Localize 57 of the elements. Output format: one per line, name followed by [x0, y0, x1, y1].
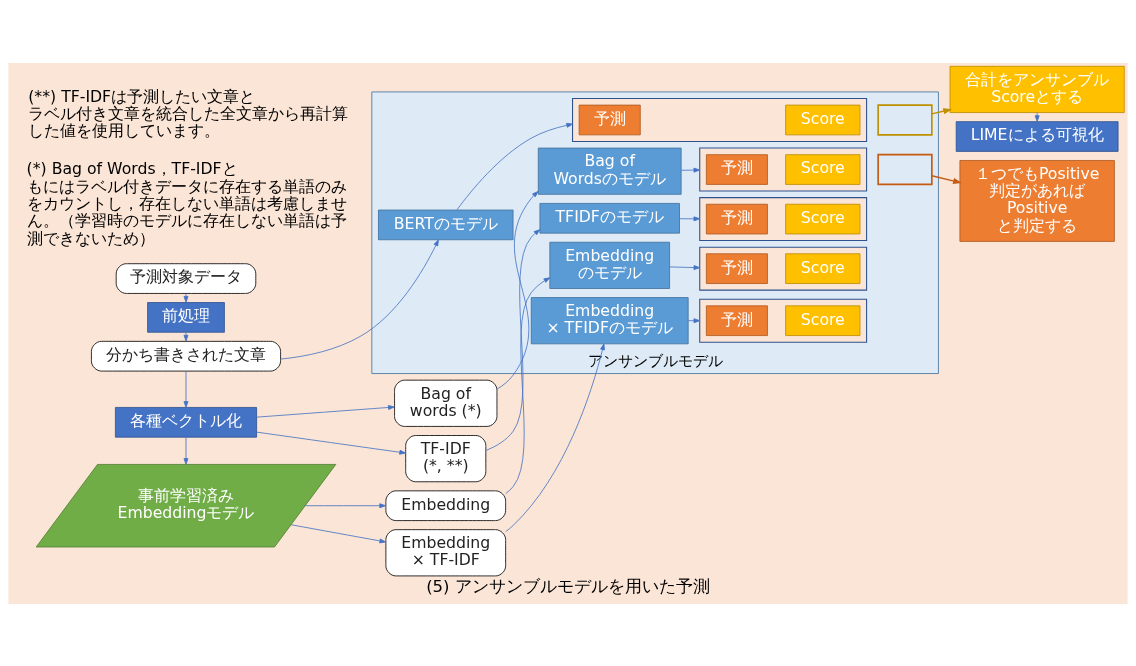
arrow: [687, 317, 701, 323]
cluster: [699, 298, 868, 343]
arrow: [183, 436, 189, 465]
arrow: [931, 174, 962, 184]
node-box: Score: [785, 203, 861, 234]
node-box: [877, 103, 933, 136]
node-box: BERTのモデル: [378, 209, 514, 240]
node-box: TFIDFのモデル: [539, 202, 680, 234]
node-box: 各種ベクトル化: [114, 406, 258, 438]
caption: (5) アンサンブルモデルを用いた予測: [426, 576, 710, 596]
arrow: [183, 331, 189, 341]
node-box: Embeddingのモデル: [549, 241, 670, 289]
node-box: 合計をアンサンブルScoreとする: [949, 65, 1125, 113]
node-box: TF-IDF (*, **): [405, 434, 487, 482]
node-box: １つでもPositive判定があればPositiveと判定する: [959, 159, 1115, 242]
node-box: 予測: [705, 203, 768, 234]
arrow: [679, 215, 701, 221]
arrow: [456, 122, 573, 210]
node-box: 前処理: [147, 301, 225, 333]
node-box: Embedding: [385, 489, 507, 521]
node-box: Embedding × TF-IDF: [385, 528, 507, 576]
arrow: [290, 523, 386, 543]
arrow: [1034, 111, 1040, 122]
label: (*) Bag of Words，TF-IDFともにはラベル付きデータに存在する単語のみをカウントし，存在しない単語は考慮しません。（学習時のモデルに存在しない単語は予測できないため）: [26, 158, 347, 248]
node-box: LIMEによる可視化: [955, 120, 1119, 152]
cluster: [699, 196, 868, 241]
arrow: [183, 370, 189, 408]
cluster: [699, 246, 868, 291]
arrow: [931, 107, 953, 115]
arrow: [680, 167, 701, 173]
node-box: Bag of Wordsのモデル: [537, 147, 682, 195]
arrow: [304, 502, 386, 508]
node-box: [877, 153, 933, 185]
arrow: [485, 228, 541, 451]
node-box: 予測: [705, 252, 768, 284]
node-box: 予測: [705, 153, 768, 185]
arrow: [505, 343, 605, 532]
arrow: [183, 292, 189, 303]
node-box: Score: [785, 104, 861, 135]
cluster: [572, 97, 868, 142]
node-box: Score: [785, 153, 861, 185]
node-box: Score: [785, 252, 861, 284]
node-box: Bag of words (*): [394, 379, 498, 427]
node-box: Score: [785, 304, 861, 336]
label: (**) TF-IDFは予測したい文章とラベル付き文章を統合した全文章から再計算した値を使用しています。: [28, 86, 349, 140]
arrow: [280, 239, 439, 359]
arrow: [256, 431, 406, 455]
arrow: [669, 264, 701, 270]
arrow: [496, 190, 539, 389]
node-box: 予測: [578, 104, 641, 135]
node-box: 予測: [705, 304, 768, 336]
cluster: [699, 147, 868, 192]
arrow: [505, 276, 551, 494]
node-box: 予測対象データ: [115, 262, 257, 294]
node-box: Embedding × TFIDFのモデル: [530, 296, 689, 344]
node-box: 分かち書きされた文章: [91, 340, 281, 371]
arrow: [256, 404, 395, 418]
